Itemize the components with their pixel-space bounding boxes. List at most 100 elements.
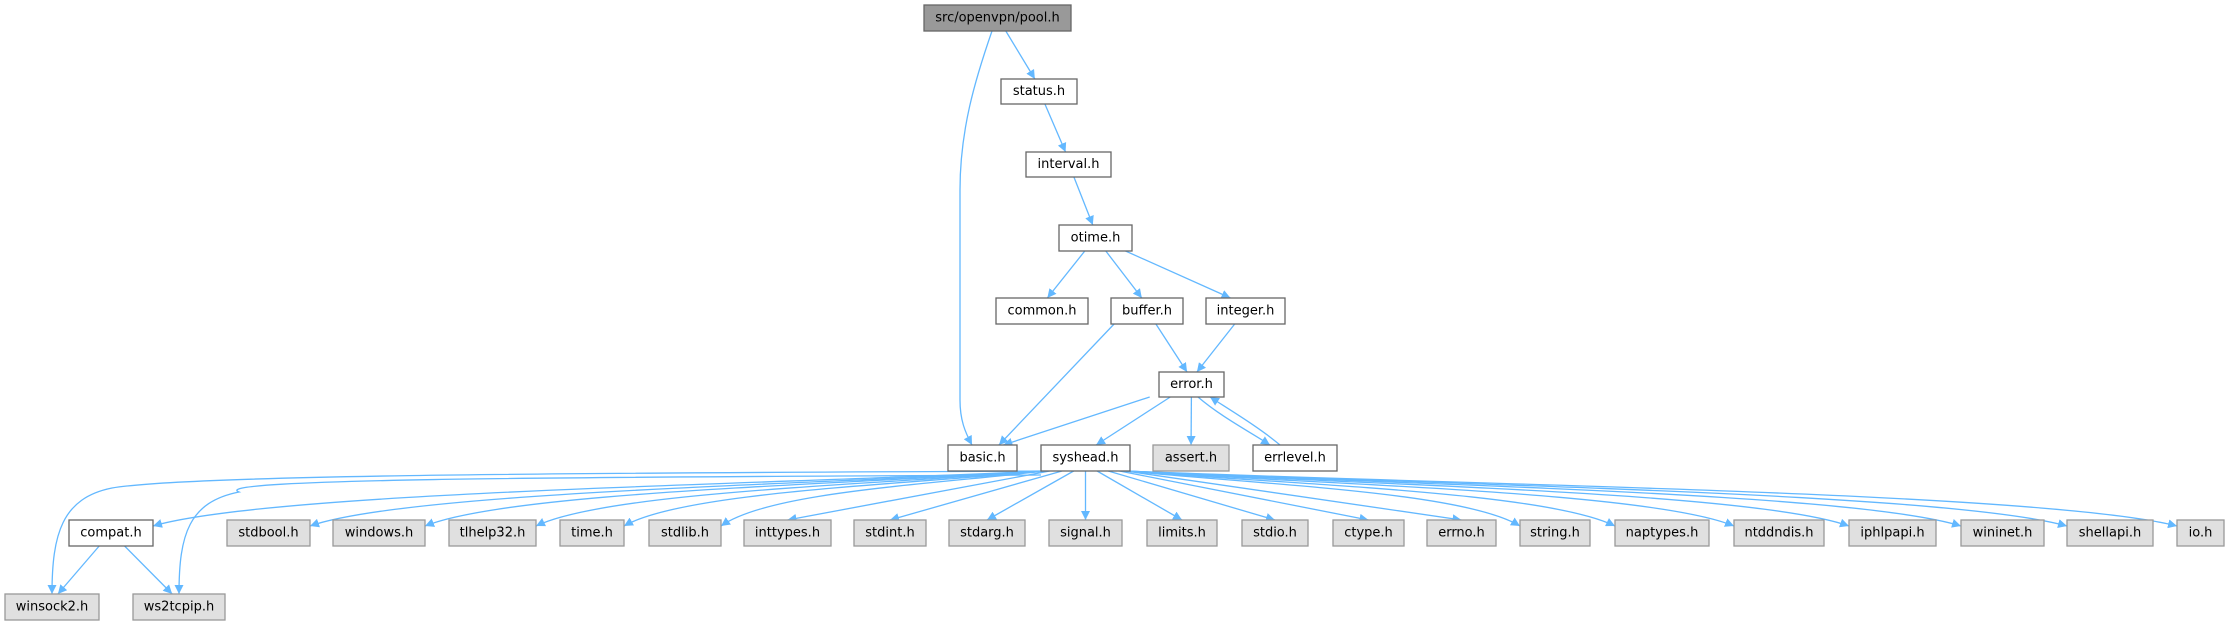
node-box (2066, 519, 2154, 547)
edge-syshead-to-io (1125, 470, 2178, 529)
node-interval[interactable]: interval.h (1025, 151, 1112, 178)
node-tlhelp32[interactable]: tlhelp32.h (448, 519, 537, 547)
node-box (1025, 151, 1112, 178)
edge-errlevel-to-error (1209, 396, 1281, 446)
node-error[interactable]: error.h (1158, 371, 1225, 398)
node-box (332, 519, 426, 547)
node-label: errno.h (1438, 526, 1485, 541)
node-label: time.h (571, 526, 613, 541)
node-box (1048, 519, 1123, 547)
edge-syshead-to-stdarg (986, 470, 1074, 521)
node-pool[interactable]: src/openvpn/pool.h (923, 4, 1072, 32)
node-errlevel[interactable]: errlevel.h (1252, 444, 1338, 472)
node-errno[interactable]: errno.h (1426, 519, 1497, 547)
node-io[interactable]: io.h (2176, 519, 2225, 547)
node-box (947, 444, 1018, 472)
node-integer[interactable]: integer.h (1205, 297, 1286, 325)
node-label: shellapi.h (2079, 526, 2141, 541)
node-ntddndis[interactable]: ntddndis.h (1733, 519, 1825, 547)
node-label: signal.h (1060, 526, 1111, 541)
node-box (923, 4, 1072, 32)
node-box (1614, 519, 1710, 547)
node-windows[interactable]: windows.h (332, 519, 426, 547)
node-label: ctype.h (1344, 526, 1393, 541)
node-label: compat.h (80, 526, 141, 541)
node-stdarg[interactable]: stdarg.h (948, 519, 1026, 547)
node-box (1733, 519, 1825, 547)
node-stdint[interactable]: stdint.h (853, 519, 927, 547)
node-box (1848, 519, 1937, 547)
edge-syshead-to-limits (1096, 470, 1183, 521)
node-label: io.h (2189, 526, 2213, 541)
node-syshead[interactable]: syshead.h (1040, 444, 1131, 472)
edge-otime-to-integer (1125, 250, 1231, 299)
edge-syshead-to-time (623, 470, 1046, 527)
edge-status-to-interval (1044, 103, 1067, 153)
node-stdlib[interactable]: stdlib.h (648, 519, 722, 547)
node-assert[interactable]: assert.h (1152, 444, 1230, 472)
node-label: inttypes.h (755, 526, 820, 541)
node-box (132, 593, 226, 621)
edge-syshead-to-stdint (889, 470, 1063, 522)
node-box (559, 519, 625, 547)
node-buffer[interactable]: buffer.h (1110, 297, 1184, 325)
node-label: integer.h (1217, 304, 1275, 319)
node-common[interactable]: common.h (995, 297, 1089, 325)
node-winsock2[interactable]: winsock2.h (4, 593, 100, 621)
node-label: naptypes.h (1626, 526, 1699, 541)
node-box (1241, 519, 1309, 547)
node-box (1332, 519, 1405, 547)
node-box (1040, 444, 1131, 472)
edges-layer (47, 30, 2178, 595)
node-box (68, 519, 154, 547)
node-box (995, 297, 1089, 325)
edge-syshead-to-string (1125, 470, 1521, 527)
edge-syshead-to-naptypes (1125, 470, 1616, 527)
node-stdio[interactable]: stdio.h (1241, 519, 1309, 547)
node-label: status.h (1013, 84, 1065, 99)
edge-syshead-to-inttypes (787, 470, 1050, 523)
node-label: otime.h (1071, 231, 1121, 246)
node-wininet[interactable]: wininet.h (1960, 519, 2045, 547)
node-label: windows.h (345, 526, 413, 541)
edge-error-to-syshead (1095, 396, 1171, 446)
edge-integer-to-error (1196, 323, 1236, 373)
edge-error-to-errlevel (1197, 396, 1271, 446)
edge-pool-to-status (1005, 30, 1036, 80)
node-label: tlhelp32.h (460, 526, 526, 541)
edge-syshead-to-windows (424, 470, 1046, 527)
node-shellapi[interactable]: shellapi.h (2066, 519, 2154, 547)
node-label: string.h (1530, 526, 1580, 541)
node-otime[interactable]: otime.h (1058, 224, 1133, 252)
node-box (948, 519, 1026, 547)
node-box (1960, 519, 2045, 547)
node-limits[interactable]: limits.h (1146, 519, 1218, 547)
node-iphlpapi[interactable]: iphlpapi.h (1848, 519, 1937, 547)
node-stdbool[interactable]: stdbool.h (226, 519, 311, 547)
node-box (743, 519, 832, 547)
node-label: errlevel.h (1264, 451, 1326, 466)
edge-pool-to-basic (959, 30, 993, 446)
node-time[interactable]: time.h (559, 519, 625, 547)
node-label: basic.h (959, 451, 1005, 466)
node-signal[interactable]: signal.h (1048, 519, 1123, 547)
node-string[interactable]: string.h (1519, 519, 1591, 547)
node-label: common.h (1008, 304, 1077, 319)
edge-buffer-to-basic (998, 323, 1115, 446)
node-compat[interactable]: compat.h (68, 519, 154, 547)
node-label: ws2tcpip.h (144, 600, 214, 615)
node-label: interval.h (1038, 157, 1100, 172)
node-label: limits.h (1158, 526, 1206, 541)
node-basic[interactable]: basic.h (947, 444, 1018, 472)
edge-syshead-to-stdbool (309, 470, 1046, 528)
node-ctype[interactable]: ctype.h (1332, 519, 1405, 547)
edge-syshead-to-ws2tcpip (174, 474, 1042, 595)
node-ws2tcpip[interactable]: ws2tcpip.h (132, 593, 226, 621)
node-label: src/openvpn/pool.h (935, 11, 1060, 26)
edge-compat-to-ws2tcpip (124, 545, 173, 595)
node-naptypes[interactable]: naptypes.h (1614, 519, 1710, 547)
node-status[interactable]: status.h (1000, 78, 1078, 105)
node-inttypes[interactable]: inttypes.h (743, 519, 832, 547)
edge-syshead-to-compat (152, 470, 1046, 528)
node-box (2176, 519, 2225, 547)
